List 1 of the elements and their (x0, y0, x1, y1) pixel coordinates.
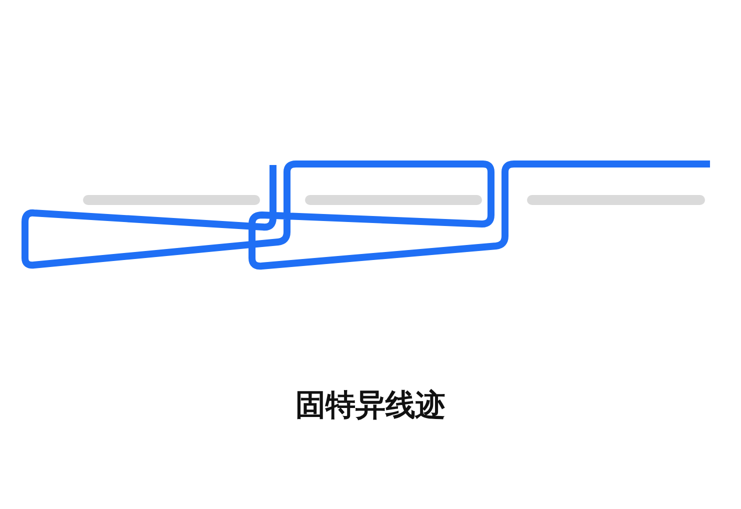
caption-text: 固特异线迹 (296, 387, 446, 425)
